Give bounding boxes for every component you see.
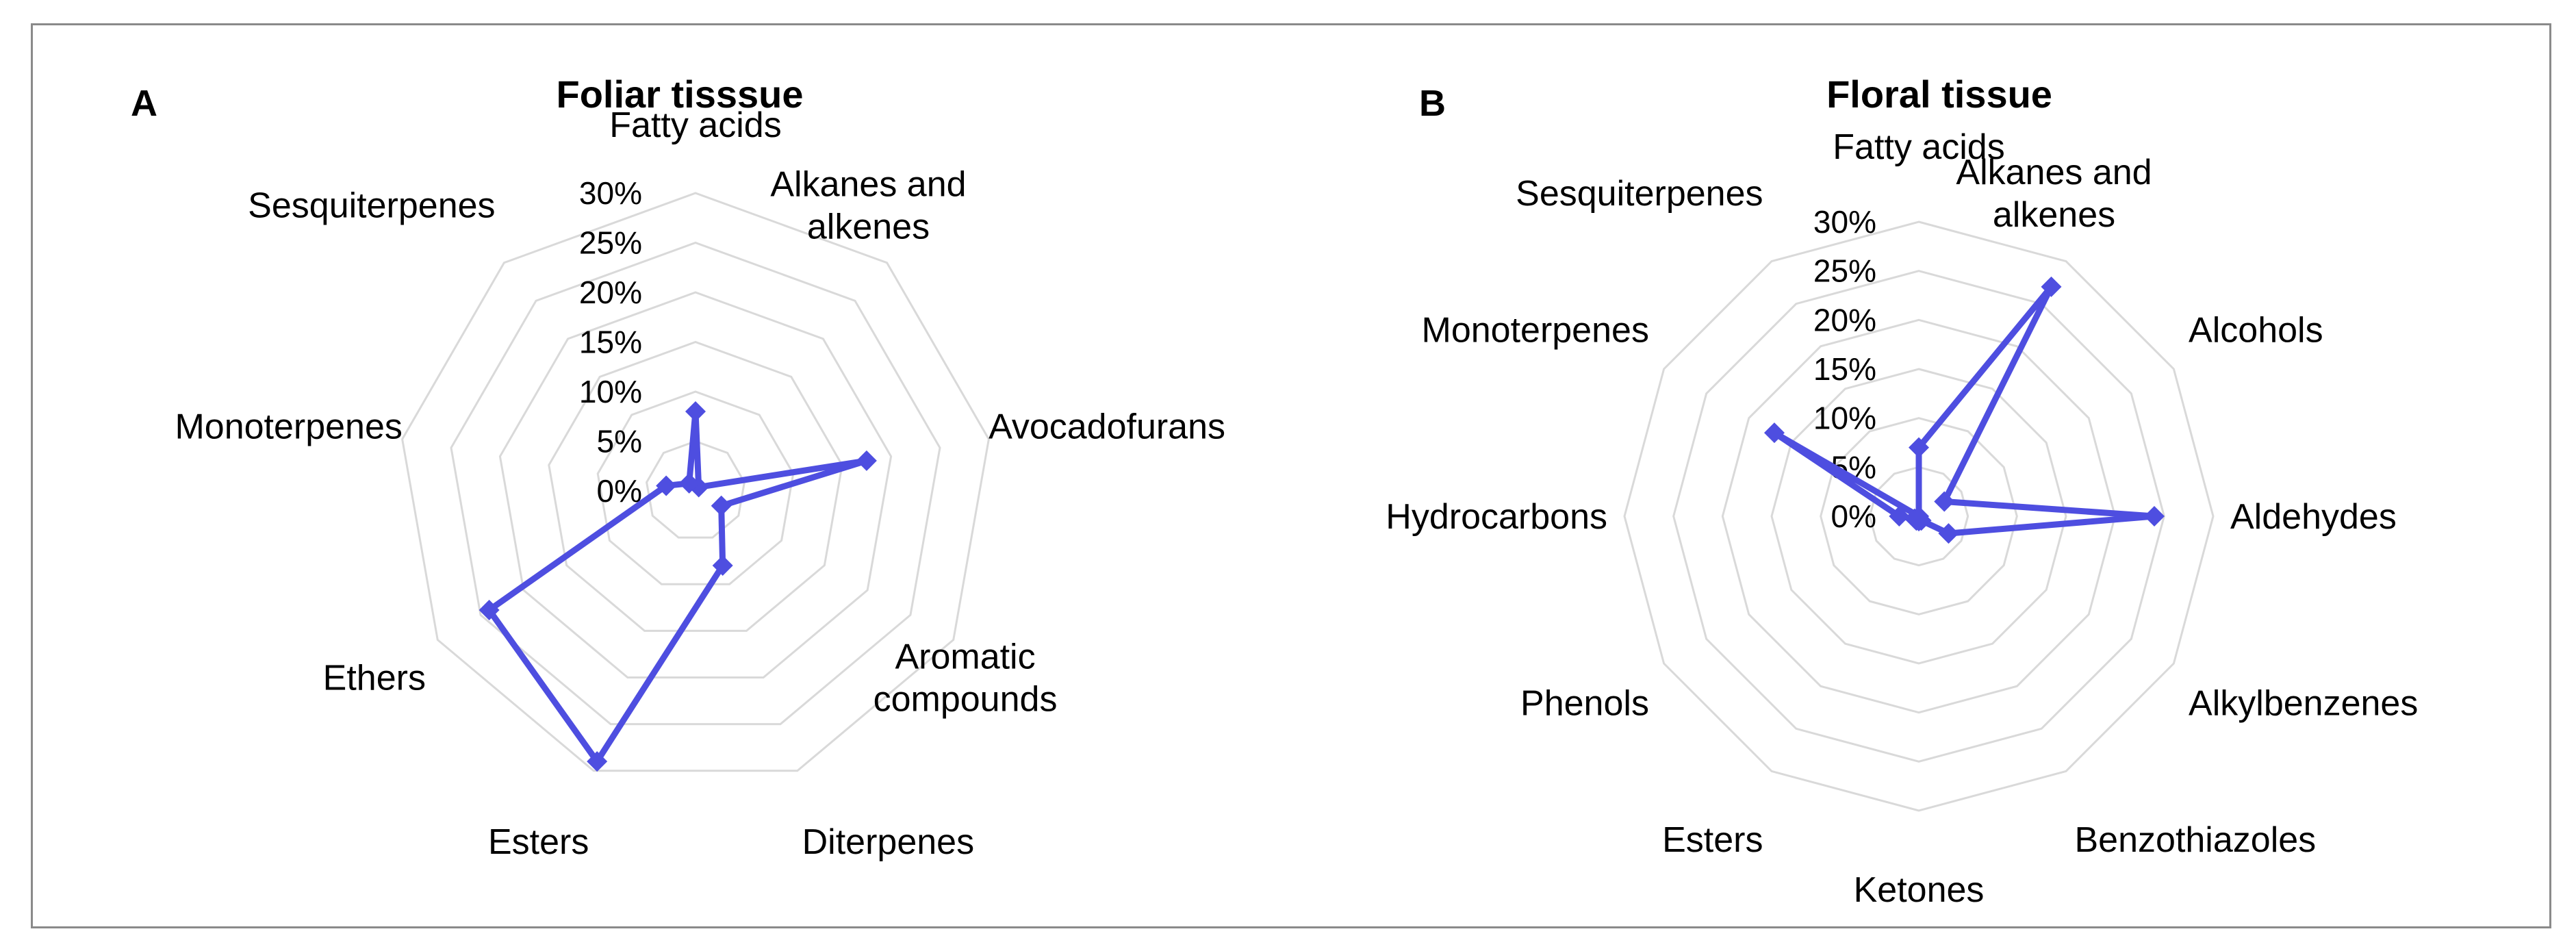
tick-label: 0% xyxy=(1831,498,1876,534)
data-point-marker xyxy=(1889,506,1910,527)
figure-frame: A Foliar tisssue 0% 5% 10% 15% 20% 25% 30% Fat… xyxy=(31,23,2551,928)
grid-ring xyxy=(1672,270,2165,763)
category-label: Alkylbenzenes xyxy=(2189,684,2418,724)
tick-label: 15% xyxy=(1813,351,1876,387)
data-point-marker xyxy=(685,401,706,422)
data-point-marker xyxy=(2144,506,2165,527)
panel-letter-a: A xyxy=(131,83,157,124)
radar-b-tick-labels: 0%5%10%15%20%25%30% xyxy=(1813,204,1876,534)
category-label: Diterpenes xyxy=(802,822,974,862)
data-point-marker xyxy=(856,450,877,471)
category-label: Alcohols xyxy=(2189,311,2323,351)
category-label: Aldehydes xyxy=(2230,497,2397,537)
grid-ring xyxy=(548,340,843,632)
data-point-marker xyxy=(479,600,500,620)
series-line xyxy=(486,408,870,765)
tick-label: 30% xyxy=(1813,204,1876,240)
radar-a-series xyxy=(479,401,877,772)
grid-ring xyxy=(596,390,795,585)
category-label: Benzothiazoles xyxy=(2075,820,2317,860)
grid-ring xyxy=(401,192,990,772)
category-label: Ethers xyxy=(323,659,426,698)
tick-label: 15% xyxy=(579,325,642,360)
data-point-marker xyxy=(1938,523,1959,544)
data-point-marker xyxy=(587,751,608,772)
category-label: Sesquiterpenes xyxy=(1516,174,1763,214)
tick-label: 25% xyxy=(579,225,642,261)
data-point-marker xyxy=(1909,437,1929,458)
category-label: Fatty acids xyxy=(1833,127,2004,167)
grid-ring xyxy=(1721,318,2117,714)
category-label: Avocadofurans xyxy=(989,407,1225,446)
data-point-marker xyxy=(2041,276,2062,297)
tick-label: 0% xyxy=(597,473,642,509)
category-label: Ketones xyxy=(1854,870,1985,910)
chart-title-a: Foliar tisssue xyxy=(556,73,803,116)
panel-a: A Foliar tisssue 0% 5% 10% 15% 20% 25% 30% Fat… xyxy=(131,73,1225,862)
radar-a-grid xyxy=(401,192,990,772)
tick-label: 10% xyxy=(579,374,642,409)
grid-ring xyxy=(450,241,941,726)
grid-ring xyxy=(1623,220,2215,812)
tick-label: 20% xyxy=(1813,302,1876,338)
data-point-marker xyxy=(1909,506,1929,527)
data-point-marker xyxy=(1763,422,1785,444)
grid-ring xyxy=(646,440,745,539)
tick-label: 5% xyxy=(597,424,642,459)
category-label: Phenols xyxy=(1520,684,1649,724)
tick-label: 20% xyxy=(579,275,642,310)
tick-label: 10% xyxy=(1813,401,1876,436)
grid-ring xyxy=(498,291,893,679)
data-point-marker xyxy=(711,495,732,516)
radar-a-tick-labels: 0% 5% 10% 15% 20% 25% 30% xyxy=(579,175,642,509)
chart-title-b: Floral tissue xyxy=(1826,73,2052,116)
tick-label: 25% xyxy=(1813,253,1876,289)
category-label: Monoterpenes xyxy=(175,407,402,446)
radar-charts-canvas: A Foliar tisssue 0% 5% 10% 15% 20% 25% 30% Fat… xyxy=(131,73,2418,910)
category-label: Esters xyxy=(488,822,589,862)
category-label: Monoterpenes xyxy=(1422,311,1649,351)
category-label: Fatty acids xyxy=(609,105,781,145)
category-label: Esters xyxy=(1662,820,1763,860)
panel-b: B Floral tissue 0%5%10%15%20%25%30% Fatt… xyxy=(1386,73,2418,910)
data-point-marker xyxy=(656,475,677,496)
radar-b-series xyxy=(1763,276,2165,544)
panel-letter-b: B xyxy=(1419,83,1446,124)
category-label: Sesquiterpenes xyxy=(248,186,495,226)
tick-label: 30% xyxy=(579,175,642,211)
data-point-marker xyxy=(1934,491,1955,512)
data-point-marker xyxy=(678,472,700,494)
data-point-marker xyxy=(712,555,733,576)
category-label: Hydrocarbons xyxy=(1386,497,1607,537)
